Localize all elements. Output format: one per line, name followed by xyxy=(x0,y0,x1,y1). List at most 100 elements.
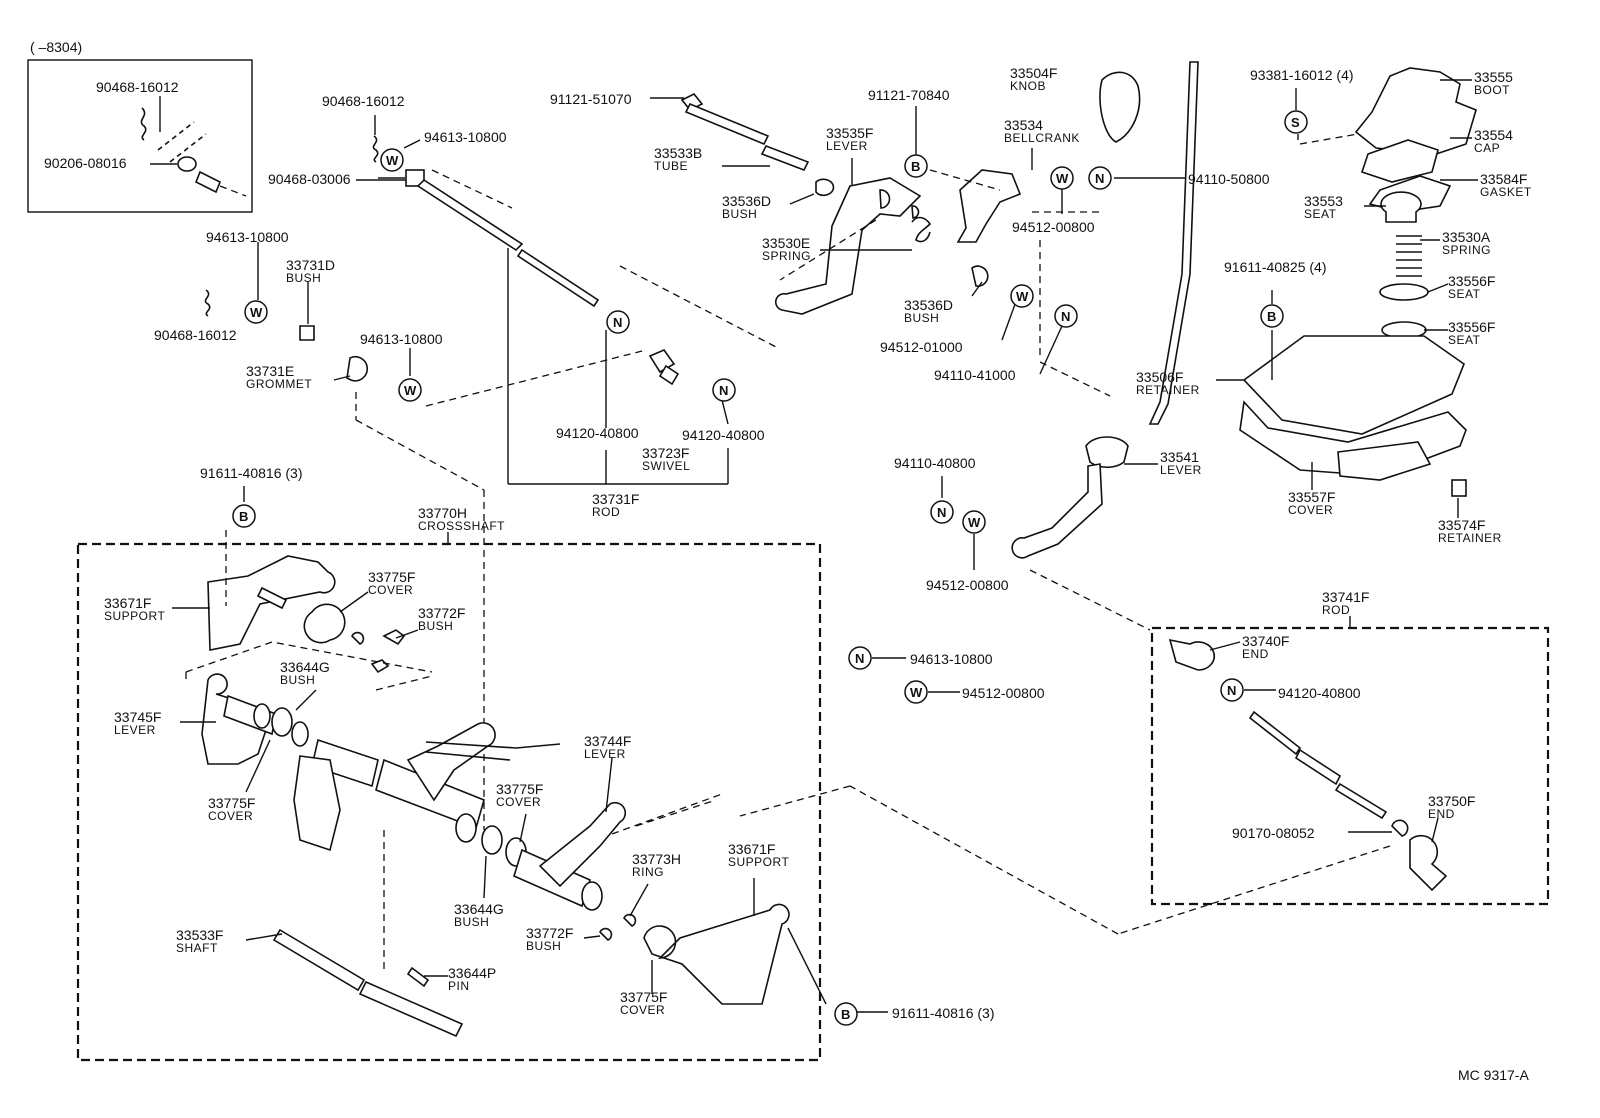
part-callout: 94120-40800 xyxy=(1278,685,1361,701)
part-name: SPRING xyxy=(1442,243,1491,257)
part-number: 33535F xyxy=(826,125,873,141)
part-name: COVER xyxy=(1288,503,1333,517)
part-number: 33773H xyxy=(632,851,681,867)
part-number: 33541 xyxy=(1160,449,1199,465)
part-number: 33644G xyxy=(454,901,504,917)
part-callout: 94110-40800 xyxy=(894,455,976,471)
svg-text:W: W xyxy=(1016,289,1029,304)
part-name: BELLCRANK xyxy=(1004,131,1080,145)
washer-symbol: W xyxy=(962,510,986,534)
part-name: SUPPORT xyxy=(728,855,789,869)
nut-symbol: N xyxy=(712,378,736,402)
part-name: TUBE xyxy=(654,159,688,173)
inset-box: ( –8304) 90468-16012 90206-08016 xyxy=(27,39,253,213)
part-number: 94120-40800 xyxy=(1278,685,1361,701)
part-callout: 94120-40800 xyxy=(556,425,639,441)
part-callout: 91611-40825 (4) xyxy=(1224,259,1326,275)
part-number: 33745F xyxy=(114,709,161,725)
svg-text:N: N xyxy=(855,651,864,666)
part-name: END xyxy=(1242,647,1269,661)
part-number: 33536D xyxy=(904,297,953,313)
part-name: COVER xyxy=(620,1003,665,1017)
part-number: 94512-00800 xyxy=(1012,219,1095,235)
part-name: LEVER xyxy=(584,747,626,761)
part-number: 33530A xyxy=(1442,229,1491,245)
part-name: SPRING xyxy=(762,249,811,263)
part-callout: 94512-00800 xyxy=(1012,219,1095,235)
part-number: 90468-16012 xyxy=(322,93,405,109)
part-name: BUSH xyxy=(454,915,489,929)
washer-symbol: W xyxy=(904,680,928,704)
washer-symbol: W xyxy=(244,300,268,324)
part-number: 91121-51070 xyxy=(550,91,632,107)
part-name: RETAINER xyxy=(1136,383,1200,397)
part-number: 33775F xyxy=(496,781,543,797)
part-number: 33671F xyxy=(728,841,775,857)
part-callout: 91611-40816 (3) xyxy=(200,465,302,481)
part-name: LEVER xyxy=(114,723,156,737)
part-callout: 94613-10800 xyxy=(424,129,507,145)
nut-symbol: N xyxy=(930,500,954,524)
part-name: GROMMET xyxy=(246,377,312,391)
upper-lever-group xyxy=(680,71,1141,397)
part-number: 33533B xyxy=(654,145,702,161)
part-number: 33644G xyxy=(280,659,330,675)
part-name: CROSSSHAFT xyxy=(418,519,505,533)
part-callout: 94613-10800 xyxy=(910,651,993,667)
svg-text:W: W xyxy=(250,305,263,320)
part-number: 33644P xyxy=(448,965,496,981)
part-callout: 94613-10800 xyxy=(360,331,443,347)
part-name: RETAINER xyxy=(1438,531,1502,545)
nut-symbol: N xyxy=(848,646,872,670)
part-callout: 94512-00800 xyxy=(926,577,1009,593)
part-number: 33775F xyxy=(208,795,255,811)
part-name: SHAFT xyxy=(176,941,218,955)
part-number: 91611-40825 (4) xyxy=(1224,259,1326,275)
part-number: 33533F xyxy=(176,927,223,943)
inset-label: ( –8304) xyxy=(30,39,82,55)
bolt-symbol: B xyxy=(1260,304,1284,328)
part-name: BUSH xyxy=(286,271,321,285)
part-callout: 94512-01000 xyxy=(880,339,963,355)
part-number: 33740F xyxy=(1242,633,1289,649)
part-number: 33741F xyxy=(1322,589,1369,605)
part-callout: 94613-10800 xyxy=(206,229,289,245)
svg-text:W: W xyxy=(968,515,981,530)
part-number: 91121-70840 xyxy=(868,87,950,103)
svg-text:N: N xyxy=(1227,683,1236,698)
leader-lines xyxy=(172,79,1478,1013)
part-name: SUPPORT xyxy=(104,609,165,623)
part-number: 33775F xyxy=(368,569,415,585)
part-number: 33744F xyxy=(584,733,631,749)
inset-part-0: 90468-16012 xyxy=(96,79,179,95)
part-callout: 90468-16012 xyxy=(322,93,405,109)
part-number: 33536D xyxy=(722,193,771,209)
part-name: KNOB xyxy=(1010,79,1046,93)
part-number: 33574F xyxy=(1438,517,1485,533)
bolt-symbol: B xyxy=(834,1002,858,1026)
hardware-symbols: W W W N N B W N W N S B N W B B N W N xyxy=(232,110,1308,1026)
part-name: RING xyxy=(632,865,664,879)
svg-text:N: N xyxy=(1095,171,1104,186)
part-name: SEAT xyxy=(1448,333,1481,347)
svg-text:N: N xyxy=(937,505,946,520)
shift-rod-group xyxy=(204,115,779,830)
part-number: 33723F xyxy=(642,445,689,461)
